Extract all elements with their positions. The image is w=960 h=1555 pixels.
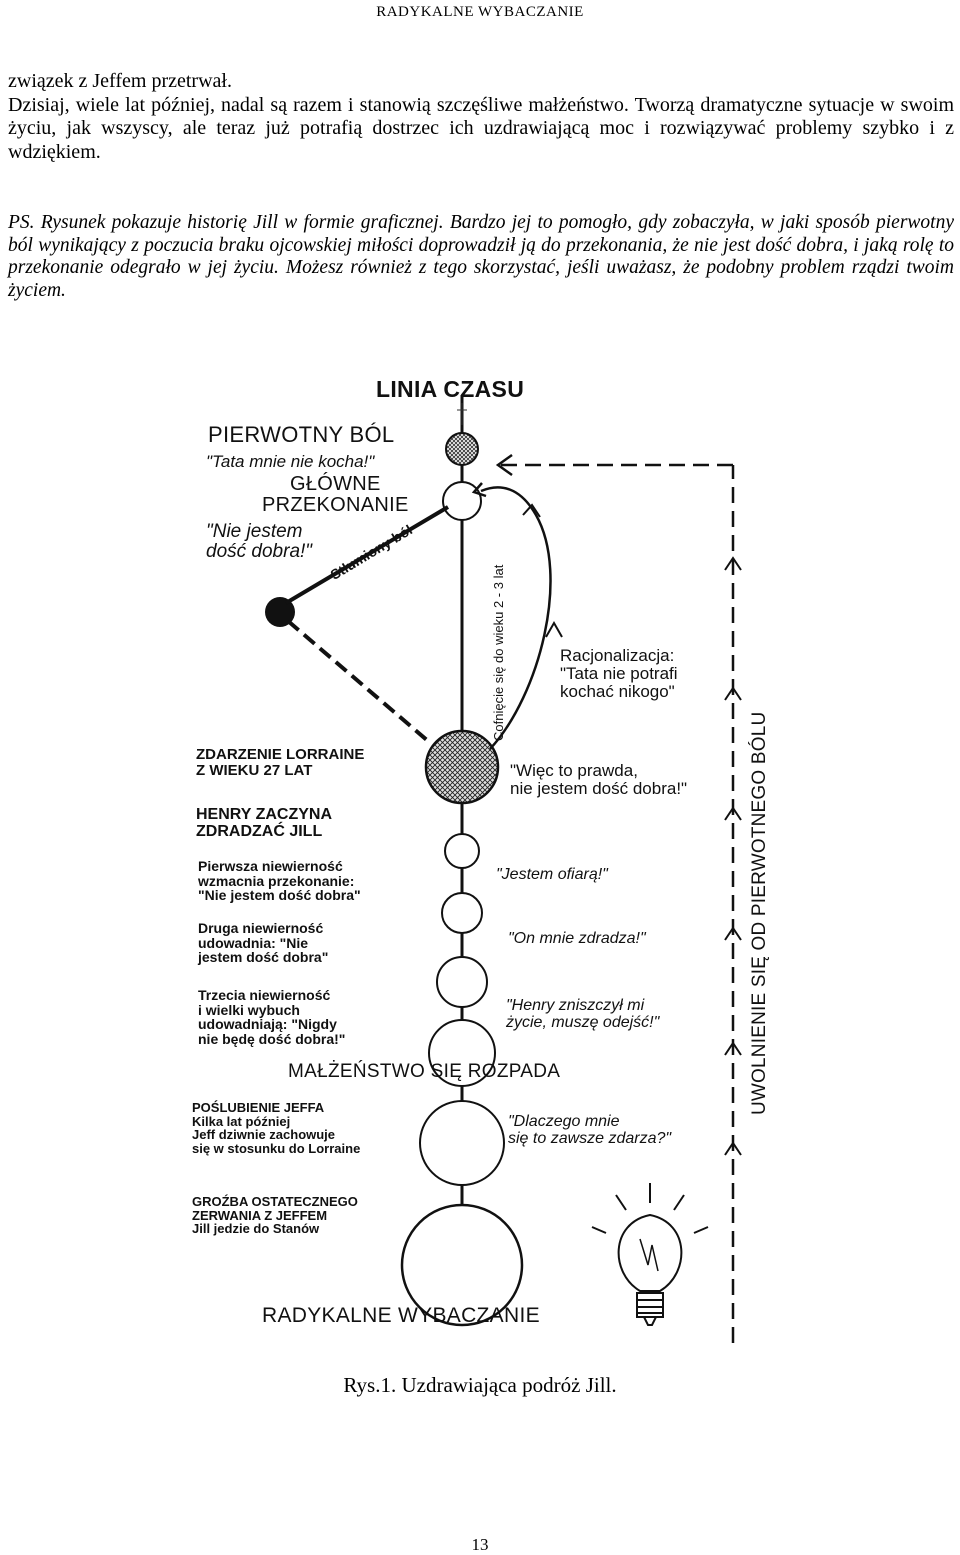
node-primary-pain	[445, 432, 479, 466]
regression-curve-arrow	[480, 486, 552, 750]
light-bulb-icon	[617, 1213, 683, 1326]
timeline-figure: LINIA CZASU PIERWOTNY BÓL "Tata mnie nie…	[170, 365, 790, 1350]
node-step-1	[444, 833, 480, 869]
henry-cheats-label: HENRY ZACZYNA ZDRADZAĆ JILL	[196, 806, 333, 840]
cheating-label: "On mnie zdradza!"	[508, 930, 646, 947]
page-number: 13	[471, 1535, 489, 1554]
henry-destroyed-label: "Henry zniszczył mi życie, muszę odejść!…	[506, 997, 660, 1031]
body-paragraph: związek z Jeffem przetrwał. Dzisiaj, wie…	[8, 70, 954, 163]
node-step-2	[441, 892, 483, 934]
node-core-belief	[442, 481, 482, 521]
third-infidelity-label: Trzecia niewierność i wielki wybuch udow…	[198, 987, 346, 1048]
regression-label: Cofnięcie się do wieku 2 - 3 lat	[491, 564, 506, 741]
why-me-label: "Dlaczego mnie się to zawsze zdarza?"	[508, 1113, 672, 1147]
lorraine-event-label: ZDARZENIE LORRAINE Z WIEKU 27 LAT	[196, 746, 365, 779]
timeline-hatch	[457, 403, 467, 425]
suppressed-pain-line	[284, 505, 450, 605]
node-step-5	[419, 1100, 505, 1186]
node-lorraine	[424, 729, 500, 805]
ps-paragraph: PS. Rysunek pokazuje historię Jill w for…	[8, 212, 954, 302]
figure-title: LINIA CZASU	[376, 376, 525, 402]
radical-forgiveness-label: RADYKALNE WYBACZANIE	[262, 1304, 540, 1327]
victim-label: "Jestem ofiarą!"	[496, 866, 608, 883]
threat-label: GROŹBA OSTATECZNEGO ZERWANIA Z JEFFEM Ji…	[192, 1194, 358, 1237]
release-upward-arrows	[724, 556, 742, 1156]
second-infidelity-label: Druga niewierność udowadnia: "Nie jestem…	[198, 920, 329, 966]
core-belief-quote: "Nie jestem dość dobra!"	[206, 521, 313, 562]
marriage-label: MAŁŻEŃSTWO SIĘ ROZPADA	[288, 1061, 561, 1082]
regression-dash-line	[286, 619, 430, 743]
marries-jeff-label: POŚLUBIENIE JEFFA Kilka lat później Jeff…	[192, 1100, 361, 1156]
release-label: UWOLNIENIE SIĘ OD PIERWOTNEGO BÓLU	[749, 711, 770, 1115]
so-its-true-label: "Więc to prawda, nie jestem dość dobra!"	[510, 761, 688, 798]
running-header: RADYKALNE WYBACZANIE	[376, 4, 584, 20]
upper-arrowhead-mark	[522, 503, 541, 518]
figure-caption: Rys.1. Uzdrawiająca podróż Jill.	[343, 1373, 617, 1397]
first-infidelity-label: Pierwsza niewierność wzmacnia przekonani…	[198, 858, 361, 904]
primary-pain-label: PIERWOTNY BÓL	[208, 422, 395, 447]
lower-arrowhead-mark	[545, 620, 563, 638]
rationalization-label: Racjonalizacja: "Tata nie potrafi kochać…	[560, 646, 678, 701]
core-belief-label: GŁÓWNE PRZEKONANIE	[262, 473, 409, 516]
primary-pain-quote: "Tata mnie nie kocha!"	[206, 452, 375, 471]
light-rays	[591, 1183, 709, 1234]
node-step-3	[436, 956, 488, 1008]
release-top-arrowhead	[495, 453, 513, 477]
node-step-6	[400, 1203, 524, 1327]
regression-arrowhead	[471, 482, 487, 498]
node-suppression	[265, 597, 295, 627]
node-step-4	[428, 1019, 496, 1087]
timeline-drawing	[265, 395, 742, 1343]
